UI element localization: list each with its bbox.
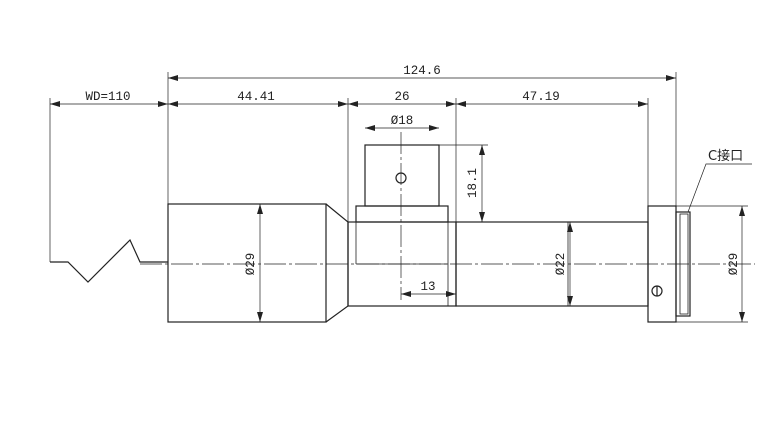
c-mount-leader: [687, 163, 752, 213]
dim-overall-label: 124.6: [403, 64, 441, 78]
dim-mount-diameter-label: Ø18: [391, 114, 414, 128]
dim-mount-height-label: 18.1: [466, 168, 480, 198]
front-taper: [325, 203, 349, 323]
dim-front-length-label: 44.41: [237, 90, 275, 104]
dim-body-diameter-label: Ø22: [554, 253, 568, 276]
c-mount-ring-inner: [679, 213, 689, 315]
working-distance-break-line: [50, 238, 168, 283]
c-mount-ring: [675, 211, 691, 317]
dim-rear-diameter-label: Ø29: [727, 253, 741, 276]
mount-block: [355, 205, 449, 223]
dim-rear-length-label: 47.19: [522, 90, 560, 104]
mount-stub: [364, 144, 440, 207]
front-barrel: [167, 203, 327, 323]
dim-mount-offset-label: 13: [420, 280, 435, 294]
dim-front-diameter-label: Ø29: [244, 253, 258, 276]
c-mount-label: C接口: [708, 148, 743, 164]
dim-mid-length-label: 26: [394, 90, 409, 104]
dim-wd-label: WD=110: [85, 90, 130, 104]
